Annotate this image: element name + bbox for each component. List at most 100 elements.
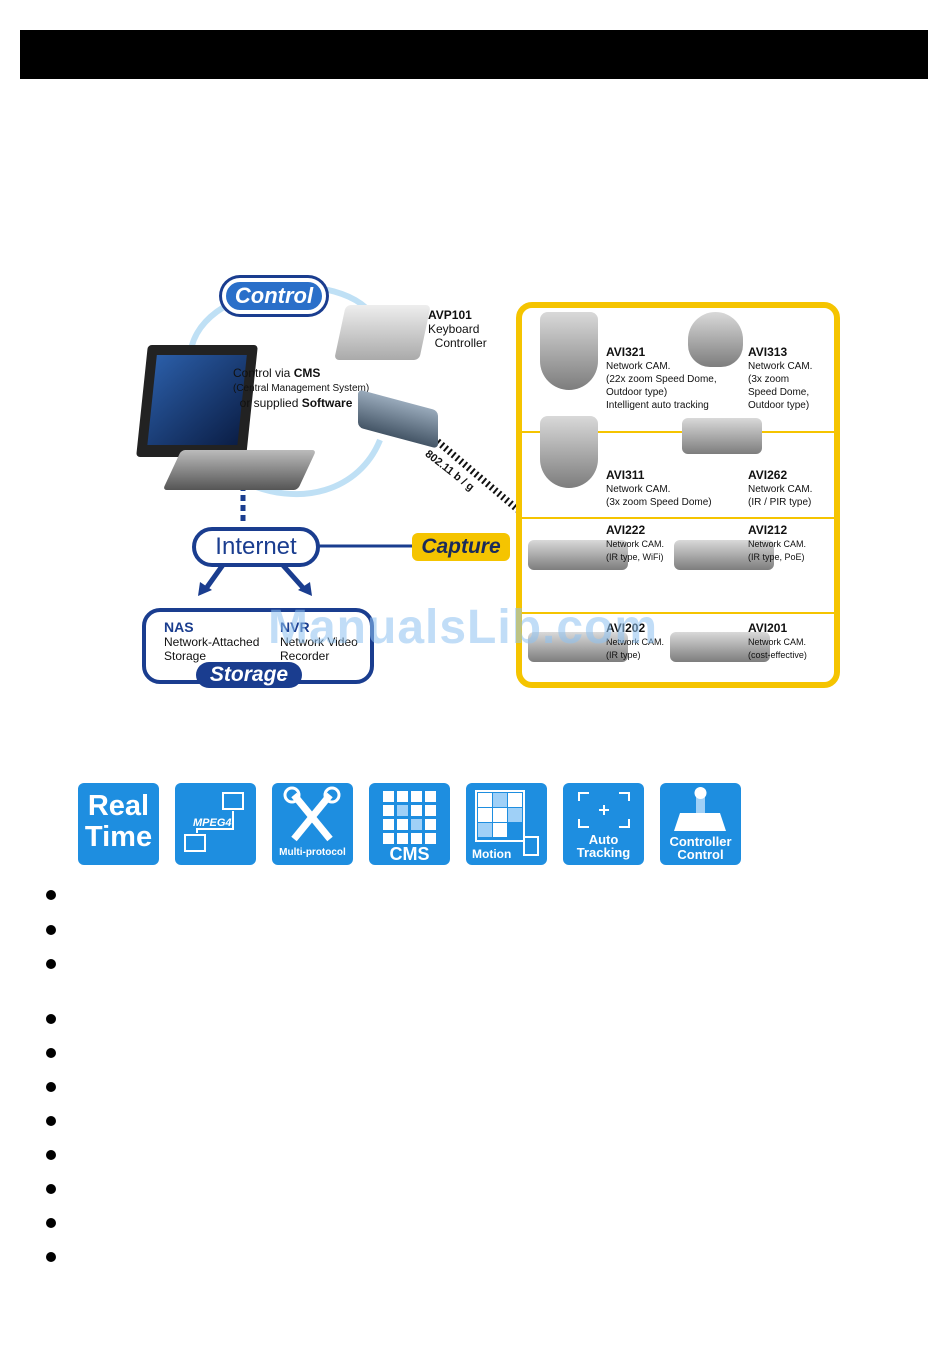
control-via-software: Software: [301, 396, 353, 410]
auto-tracking-glyph: [578, 792, 630, 828]
camera-image-avi212: [674, 540, 774, 570]
camera-label-avi202: AVI202 Network CAM. (IR type): [606, 622, 664, 662]
internet-label: Internet: [192, 527, 320, 567]
cms-label: CMS: [389, 844, 430, 864]
camera-line: Speed Dome,: [748, 387, 810, 398]
controller-control-label: Controller Control: [669, 834, 732, 862]
auto-tracking-label: Auto Tracking: [576, 832, 631, 860]
camera-image-avi262: [682, 418, 762, 454]
camera-label-avi212: AVI212 Network CAM. (IR type, PoE): [748, 524, 806, 564]
camera-line: (IR type, WiFi): [606, 552, 664, 562]
camera-line: Intelligent auto tracking: [606, 400, 709, 411]
keyboard-line2: Controller: [434, 336, 487, 350]
auto-tracking-icon: Auto Tracking: [563, 783, 644, 865]
camera-line: (3x zoom Speed Dome): [606, 497, 712, 508]
camera-grid: AVI321 Network CAM. (22x zoom Speed Dome…: [516, 302, 840, 688]
keyboard-line1: Keyboard: [428, 322, 480, 336]
camera-image-avi313: [688, 312, 743, 367]
nas-block: NAS Network-Attached Storage: [164, 620, 259, 663]
nvr-title: NVR: [280, 619, 310, 635]
camera-line: (IR type, PoE): [748, 552, 805, 562]
nvr-line2: Recorder: [280, 649, 330, 663]
capture-label: Capture: [412, 533, 510, 561]
real-time-label: Real Time: [84, 790, 153, 853]
control-label: Control: [222, 278, 326, 314]
camera-label-avi321: AVI321 Network CAM. (22x zoom Speed Dome…: [606, 346, 717, 412]
bullet-dot: [46, 959, 56, 969]
keyboard-label: AVP101 Keyboard Controller: [428, 308, 487, 350]
camera-line: Network CAM.: [606, 361, 671, 372]
nas-line1: Network-Attached: [164, 635, 260, 649]
cms-grid-glyph: [383, 791, 436, 844]
keyboard-model: AVP101: [428, 308, 472, 322]
controller-control-icon: Controller Control: [660, 783, 741, 865]
bullet-dot: [46, 1150, 56, 1160]
bullet-dot: [46, 890, 56, 900]
nas-title: NAS: [164, 619, 194, 635]
camera-image-avi321: [540, 312, 598, 390]
camera-line: (22x zoom Speed Dome,: [606, 374, 717, 385]
camera-model: AVI212: [748, 523, 788, 537]
camera-label-avi222: AVI222 Network CAM. (IR type, WiFi): [606, 524, 664, 564]
keyboard-controller-image: [334, 305, 431, 360]
bullet-dot: [46, 1116, 56, 1126]
camera-line: Outdoor type): [748, 400, 810, 411]
nas-line2: Storage: [164, 649, 207, 663]
mpeg4-icon: MPEG4: [175, 783, 256, 865]
camera-line: Network CAM.: [748, 539, 807, 549]
camera-label-avi201: AVI201 Network CAM. (cost-effective): [748, 622, 807, 662]
real-time-icon: Real Time: [78, 783, 159, 865]
camera-label-avi313: AVI313 Network CAM. (3x zoom Speed Dome,…: [748, 346, 812, 412]
bullet-dot: [46, 1048, 56, 1058]
cms-icon: CMS: [369, 783, 450, 865]
nvr-line1: Network Video: [280, 635, 358, 649]
camera-line: Network CAM.: [606, 484, 671, 495]
storage-label: Storage: [196, 662, 302, 688]
storage-box: NAS Network-Attached Storage NVR Network…: [142, 608, 374, 684]
camera-model: AVI262: [748, 468, 788, 482]
camera-line: Network CAM.: [606, 637, 665, 647]
camera-line: (cost-effective): [748, 650, 807, 660]
control-via-prefix: Control via: [233, 366, 294, 380]
camera-line: Network CAM.: [748, 484, 813, 495]
control-via-cms: CMS: [293, 366, 321, 380]
controller-control-glyph: [674, 787, 726, 831]
camera-line: (IR type): [606, 650, 641, 660]
mpeg4-glyph: [184, 792, 244, 852]
nvr-block: NVR Network Video Recorder: [280, 620, 358, 663]
camera-line: Network CAM.: [748, 637, 807, 647]
bullet-dot: [46, 925, 56, 935]
bullet-dot: [46, 1252, 56, 1262]
multi-protocol-icon: Multi-protocol: [272, 783, 353, 865]
camera-image-avi222: [528, 540, 628, 570]
camera-model: AVI202: [606, 621, 646, 635]
camera-model: AVI201: [748, 621, 788, 635]
camera-image-avi311: [540, 416, 598, 488]
header-bar: [20, 30, 928, 79]
motion-label: Motion: [472, 847, 512, 861]
camera-line: Network CAM.: [748, 361, 813, 372]
bullet-dot: [46, 1082, 56, 1092]
bullet-dot: [46, 1184, 56, 1194]
network-diagram: Control AVP101 Keyboard Controller Contr…: [130, 270, 840, 700]
camera-image-avi202: [528, 632, 628, 662]
camera-model: AVI313: [748, 345, 788, 359]
bullet-dot: [46, 1218, 56, 1228]
multi-protocol-label: Multi-protocol: [279, 847, 346, 858]
camera-image-avi201: [670, 632, 770, 662]
control-via-line3: or supplied: [239, 396, 302, 410]
multi-protocol-glyph: [283, 786, 341, 842]
camera-line: Network CAM.: [606, 539, 665, 549]
control-via-line2: (Central Management System): [233, 383, 370, 394]
motion-glyph: [475, 790, 539, 856]
camera-model: AVI321: [606, 345, 646, 359]
camera-model: AVI222: [606, 523, 646, 537]
camera-line: Outdoor type): [606, 387, 668, 398]
mpeg4-label: MPEG4: [193, 817, 232, 829]
camera-model: AVI311: [606, 468, 645, 482]
watermark-text: ManualsLib.com: [268, 601, 659, 654]
camera-line: (3x zoom: [748, 374, 790, 385]
control-via-text: Control via CMS (Central Management Syst…: [233, 366, 369, 410]
motion-icon: Motion: [466, 783, 547, 865]
camera-line: (IR / PIR type): [748, 497, 812, 508]
